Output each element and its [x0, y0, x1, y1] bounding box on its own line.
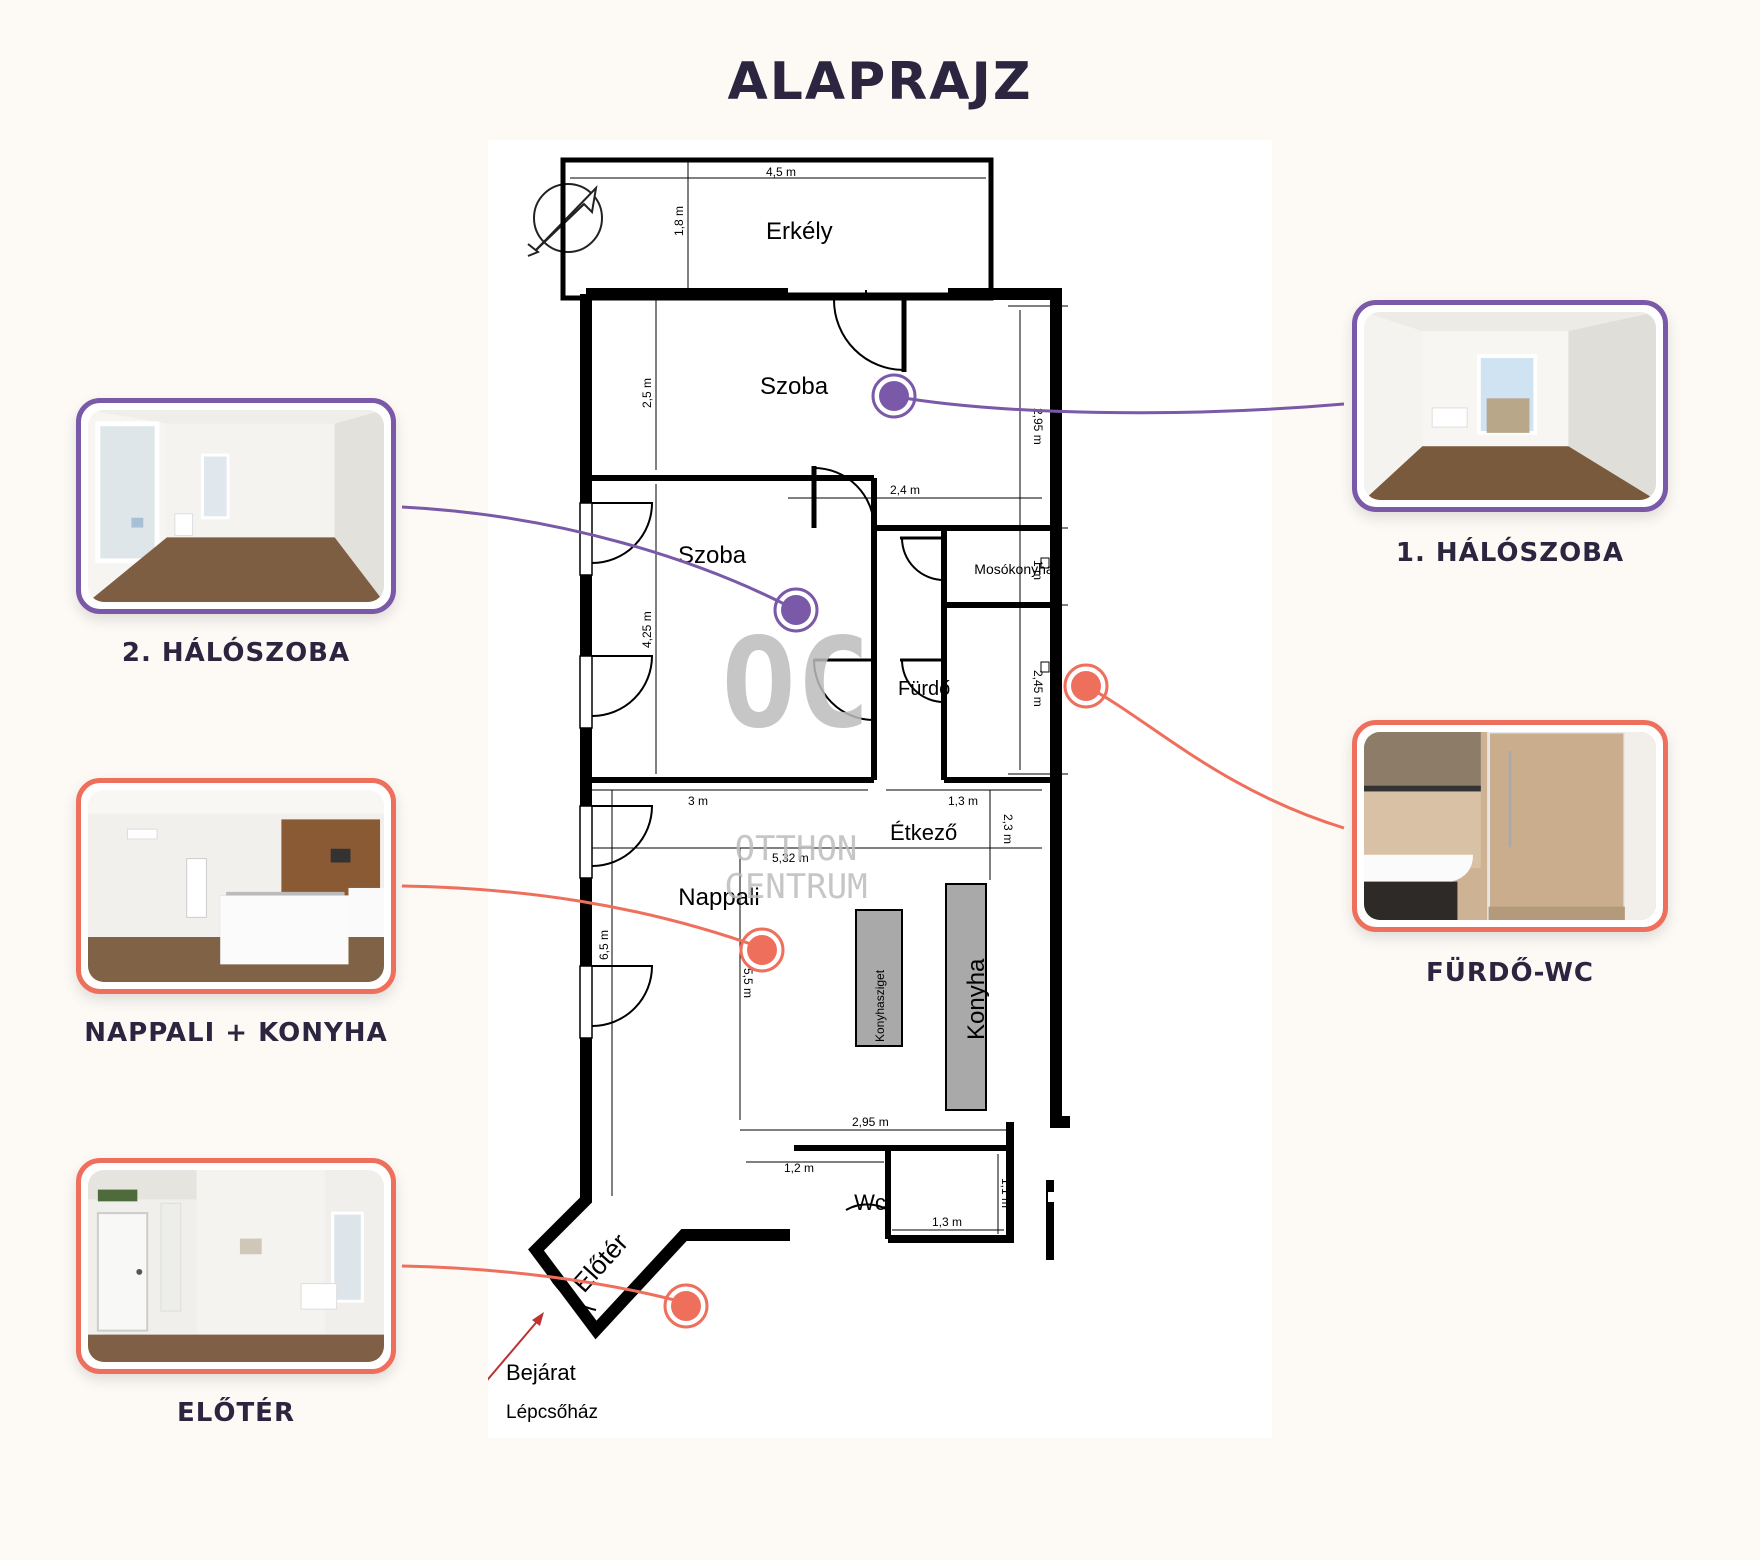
svg-text:CENTRUM: CENTRUM — [724, 867, 867, 907]
room-label-wc: Wc — [854, 1190, 886, 1215]
kitchen-island — [855, 909, 903, 1047]
room-label-island: Konyhasziget — [873, 969, 887, 1042]
marker-bedroom1[interactable] — [871, 373, 917, 419]
caption-living: NAPPALI + KONYHA — [84, 1018, 388, 1048]
room-label-dining: Étkező — [890, 820, 957, 845]
svg-text:OTTHON: OTTHON — [735, 829, 858, 869]
room-label-laundry: Mosókonyha — [974, 561, 1054, 577]
outer-walls — [528, 288, 1070, 1340]
doors — [543, 299, 945, 1311]
dim-living-532: 5,32 m — [772, 851, 809, 865]
entrance-arrow-icon — [488, 1312, 544, 1381]
photo-card-bedroom2[interactable] — [76, 398, 396, 614]
room-label-bathroom: Fürdő — [898, 678, 950, 700]
caption-hall: ELŐTÉR — [177, 1398, 295, 1428]
stairwell-label: Lépcsőház — [506, 1402, 598, 1423]
dim-dining-23: 2,3 m — [1001, 814, 1015, 844]
room-label-bedroom1: Szoba — [760, 373, 829, 400]
dim-balcony-depth: 1,8 m — [672, 206, 686, 236]
otthon-centrum-watermark: OC OTTHON CENTRUM — [721, 612, 870, 907]
room-label-kitchen: Konyha — [963, 958, 990, 1040]
dim-wc-12: 1,2 m — [784, 1161, 814, 1175]
marker-living[interactable] — [739, 927, 785, 973]
dim-living-65: 6,5 m — [597, 930, 611, 960]
dim-living-3: 3 m — [688, 794, 708, 808]
dim-bedroom1-depth: 2,5 m — [640, 378, 654, 408]
dim-balcony-width: 4,5 m — [766, 165, 796, 179]
photo-card-hall[interactable] — [76, 1158, 396, 1374]
caption-bathroom: FÜRDŐ-WC — [1426, 958, 1594, 988]
dim-bedroom2-425: 4,25 m — [640, 611, 654, 648]
dim-right-295: 2,95 m — [1031, 408, 1045, 445]
room-label-living: Nappali — [678, 884, 759, 911]
bathroom-photo — [1364, 732, 1656, 920]
hall-photo — [88, 1170, 384, 1362]
floor-plan: 4,5 m 1,8 m 2,5 m 2,95 m 2,4 m 1 m 4,25 … — [488, 140, 1272, 1438]
entrance-label: Bejárat — [506, 1360, 576, 1385]
room-label-balcony: Erkély — [766, 218, 833, 245]
dim-bath-13: 1,3 m — [948, 794, 978, 808]
dim-kitchen-295: 2,95 m — [852, 1115, 889, 1129]
bedroom1-photo — [1364, 312, 1656, 500]
dimension-lines — [570, 162, 1068, 1234]
dim-wc-11: 1,1 m — [999, 1178, 1013, 1208]
north-arrow-icon — [527, 183, 603, 257]
dim-right-1: 1 m — [1031, 560, 1045, 580]
living-photo — [88, 790, 384, 982]
dim-kitchen-55: 5,5 m — [741, 968, 755, 998]
bedroom2-photo — [88, 410, 384, 602]
dim-right-245: 2,45 m — [1031, 670, 1045, 707]
marker-bedroom2[interactable] — [773, 587, 819, 633]
page-title: ALAPRAJZ — [727, 52, 1033, 112]
photo-card-bedroom1[interactable] — [1352, 300, 1668, 512]
caption-bedroom2: 2. HÁLÓSZOBA — [121, 638, 351, 668]
photo-card-bathroom[interactable] — [1352, 720, 1668, 932]
photo-card-living[interactable] — [76, 778, 396, 994]
windows — [579, 502, 593, 1039]
svg-text:OC: OC — [721, 612, 870, 756]
dim-hall-24: 2,4 m — [890, 483, 920, 497]
marker-bathroom[interactable] — [1063, 663, 1109, 709]
dim-wc-13: 1,3 m — [932, 1215, 962, 1229]
marker-hall[interactable] — [663, 1283, 709, 1329]
kitchen-counter — [945, 883, 987, 1111]
caption-bedroom1: 1. HÁLÓSZOBA — [1395, 538, 1625, 568]
